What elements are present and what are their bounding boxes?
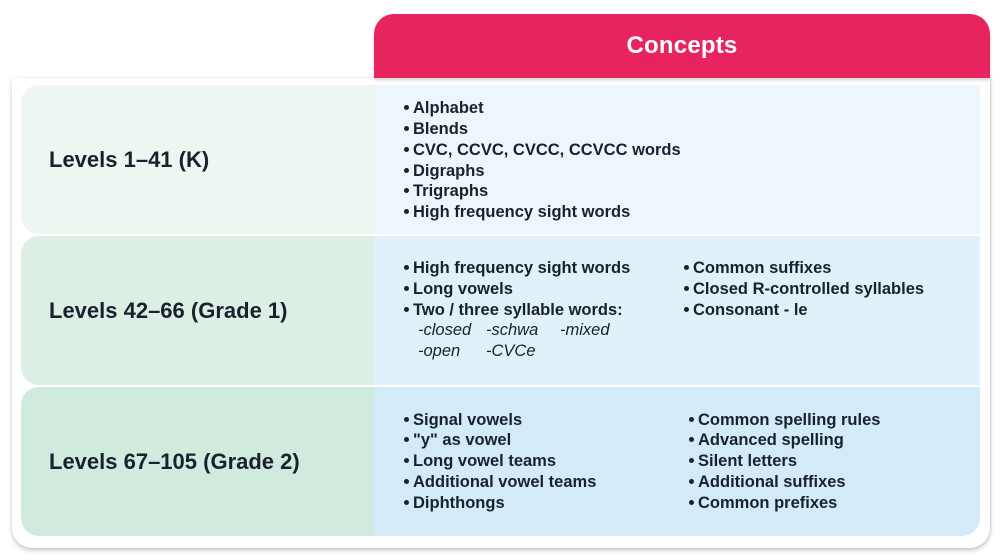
concepts-header: Concepts [374,14,990,78]
bullet-icon [404,437,409,443]
bullet-icon [404,265,409,271]
concepts-cell: Alphabet Blends CVC, CCVC, CVCC, CCVCC w… [374,85,980,234]
concept-item: Closed R-controlled syllables [684,279,924,300]
bullet-icon [404,416,409,422]
bullet-icon [684,306,689,312]
concepts-cell: High frequency sight words Long vowels T… [374,236,980,385]
concept-item: Digraphs [404,161,681,182]
bullet-icon [684,285,689,291]
concept-item: Long vowels [404,279,684,300]
concept-column: Common spelling rules Advanced spelling … [689,387,880,536]
concept-item: High frequency sight words [404,202,681,223]
concept-item: Additional suffixes [689,472,880,493]
concept-item: Diphthongs [404,493,689,514]
bullet-icon [404,479,409,485]
table-row-grade-2: Levels 67–105 (Grade 2) Signal vowels "y… [21,387,980,536]
concept-item: Long vowel teams [404,451,689,472]
concepts-cell: Signal vowels "y" as vowel Long vowel te… [374,387,980,536]
concept-item: Additional vowel teams [404,472,689,493]
concept-item: Consonant - le [684,300,924,321]
concept-column: Signal vowels "y" as vowel Long vowel te… [404,387,689,536]
bullet-icon [404,458,409,464]
bullet-icon [404,209,409,215]
bullet-icon [689,458,694,464]
concept-item: CVC, CCVC, CVCC, CCVCC words [404,140,681,161]
bullet-icon [404,285,409,291]
bullet-icon [404,126,409,132]
concept-item: Trigraphs [404,181,681,202]
bullet-icon [404,499,409,505]
table-row-k: Levels 1–41 (K) Alphabet Blends CVC, CCV… [21,85,980,234]
concept-item: Blends [404,119,681,140]
concept-item: Common spelling rules [689,410,880,431]
level-label: Levels 67–105 (Grade 2) [21,387,374,536]
bullet-icon [689,416,694,422]
concept-column: Common suffixes Closed R-controlled syll… [684,258,924,385]
concept-item: Signal vowels [404,410,689,431]
bullet-icon [684,265,689,271]
level-label: Levels 42–66 (Grade 1) [21,236,374,385]
bullet-icon [404,306,409,312]
level-label: Levels 1–41 (K) [21,85,374,234]
concept-item: Advanced spelling [689,430,880,451]
bullet-icon [689,437,694,443]
concept-item: Alphabet [404,98,681,119]
concept-item: Silent letters [689,451,880,472]
concept-item: Common prefixes [689,493,880,514]
table-row-grade-1: Levels 42–66 (Grade 1) High frequency si… [21,236,980,385]
concept-item: Common suffixes [684,258,924,279]
syllable-subtypes-line: -closed-schwa-mixed [418,321,610,340]
syllable-subtypes-line: -open-CVCe [418,342,536,361]
bullet-icon [689,499,694,505]
bullet-icon [689,479,694,485]
header-title: Concepts [626,32,738,59]
bullet-icon [404,105,409,111]
concept-item: Two / three syllable words: [404,300,684,321]
bullet-icon [404,188,409,194]
concept-column: Alphabet Blends CVC, CCVC, CVCC, CCVCC w… [404,85,681,234]
bullet-icon [404,146,409,152]
concept-item: "y" as vowel [404,430,689,451]
bullet-icon [404,167,409,173]
concept-item: High frequency sight words [404,258,684,279]
concept-column: High frequency sight words Long vowels T… [404,258,684,385]
